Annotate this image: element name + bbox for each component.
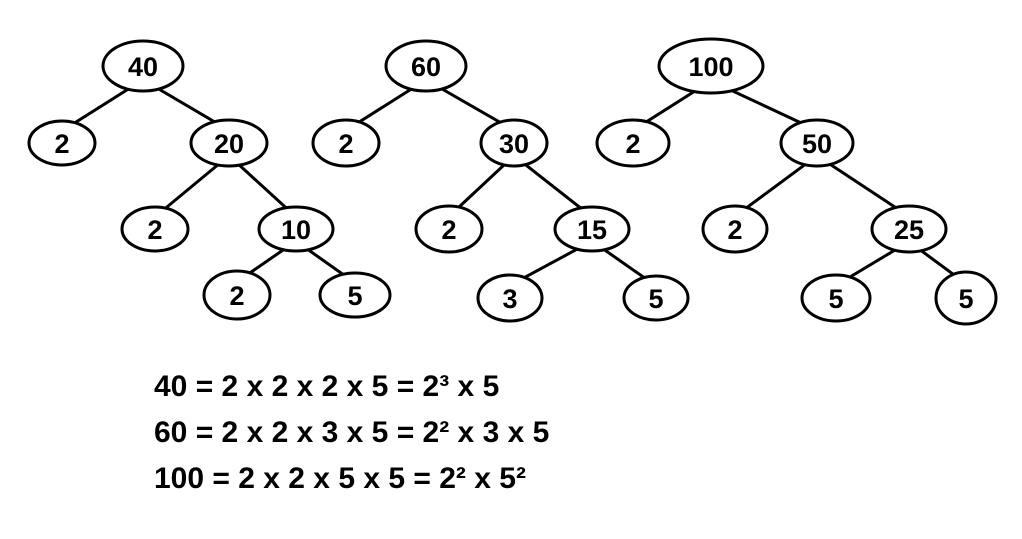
node-label: 15 xyxy=(577,215,607,245)
node-label: 20 xyxy=(214,129,244,159)
node-ellipse xyxy=(595,118,671,168)
node-ellipse xyxy=(189,118,269,168)
node-ellipse xyxy=(318,271,392,319)
tree-node-n20: 20 xyxy=(189,118,269,168)
tree-node-n100-5a: 5 xyxy=(800,273,872,323)
tree-node-n40-2b: 2 xyxy=(120,205,190,253)
node-label: 2 xyxy=(54,129,69,159)
tree-node-n100-5b: 5 xyxy=(934,270,998,326)
tree-100: 100 2 50 2 25 5 5 xyxy=(595,37,998,326)
node-ellipse xyxy=(202,269,272,321)
tree-edge xyxy=(816,154,910,218)
node-label: 60 xyxy=(411,52,441,82)
equation-60: 60 = 2 x 2 x 3 x 5 = 2² x 3 x 5 xyxy=(154,416,550,449)
node-label: 5 xyxy=(828,284,843,314)
node-label: 2 xyxy=(727,215,742,245)
node-ellipse xyxy=(701,204,769,254)
tree-node-n40-2a: 2 xyxy=(27,119,97,167)
tree-node-n40-5: 5 xyxy=(318,271,392,319)
node-ellipse xyxy=(257,205,335,253)
tree-node-n60: 60 xyxy=(384,39,468,93)
node-ellipse xyxy=(870,204,948,254)
node-label: 50 xyxy=(802,129,832,159)
node-ellipse xyxy=(553,205,631,253)
node-label: 2 xyxy=(338,129,353,159)
node-label: 2 xyxy=(147,215,162,245)
node-ellipse xyxy=(479,118,549,168)
node-label: 25 xyxy=(894,215,924,245)
prime-factorization-equations: 40 = 2 x 2 x 2 x 5 = 2³ x 5 60 = 2 x 2 x… xyxy=(154,364,549,502)
node-label: 5 xyxy=(958,284,973,314)
node-label: 3 xyxy=(502,284,517,314)
tree-node-n60-5: 5 xyxy=(622,274,690,322)
node-ellipse xyxy=(934,270,998,326)
tree-node-n25: 25 xyxy=(870,204,948,254)
node-label: 30 xyxy=(499,129,529,159)
node-ellipse xyxy=(27,119,97,167)
node-label: 2 xyxy=(441,215,456,245)
tree-node-n60-3: 3 xyxy=(476,273,544,323)
node-ellipse xyxy=(101,39,185,93)
equation-40: 40 = 2 x 2 x 2 x 5 = 2³ x 5 xyxy=(154,370,500,403)
node-ellipse xyxy=(120,205,190,253)
tree-node-n50: 50 xyxy=(779,118,855,168)
node-label: 100 xyxy=(688,52,733,82)
tree-node-n15: 15 xyxy=(553,205,631,253)
tree-40: 40 2 20 2 10 2 5 xyxy=(27,39,392,321)
tree-node-n60-2a: 2 xyxy=(311,118,381,168)
tree-node-n40: 40 xyxy=(101,39,185,93)
tree-node-n100-2a: 2 xyxy=(595,118,671,168)
node-label: 5 xyxy=(347,281,362,311)
tree-node-n100: 100 xyxy=(657,37,765,95)
node-label: 2 xyxy=(625,129,640,159)
tree-node-n100-2b: 2 xyxy=(701,204,769,254)
tree-node-n10: 10 xyxy=(257,205,335,253)
node-label: 10 xyxy=(281,215,311,245)
equation-100: 100 = 2 x 2 x 5 x 5 = 2² x 5² xyxy=(154,462,526,495)
tree-node-n30: 30 xyxy=(479,118,549,168)
node-label: 40 xyxy=(128,52,158,82)
node-ellipse xyxy=(311,118,381,168)
node-ellipse xyxy=(779,118,855,168)
node-ellipse xyxy=(800,273,872,323)
node-label: 2 xyxy=(229,281,244,311)
node-ellipse xyxy=(476,273,544,323)
tree-edge xyxy=(513,154,593,219)
tree-node-n60-2b: 2 xyxy=(414,204,484,254)
tree-node-n40-2c: 2 xyxy=(202,269,272,321)
node-ellipse xyxy=(384,39,468,93)
node-label: 5 xyxy=(648,284,663,314)
node-ellipse xyxy=(414,204,484,254)
node-ellipse xyxy=(622,274,690,322)
node-ellipse xyxy=(657,37,765,95)
tree-60: 60 2 30 2 15 3 5 xyxy=(311,39,690,323)
